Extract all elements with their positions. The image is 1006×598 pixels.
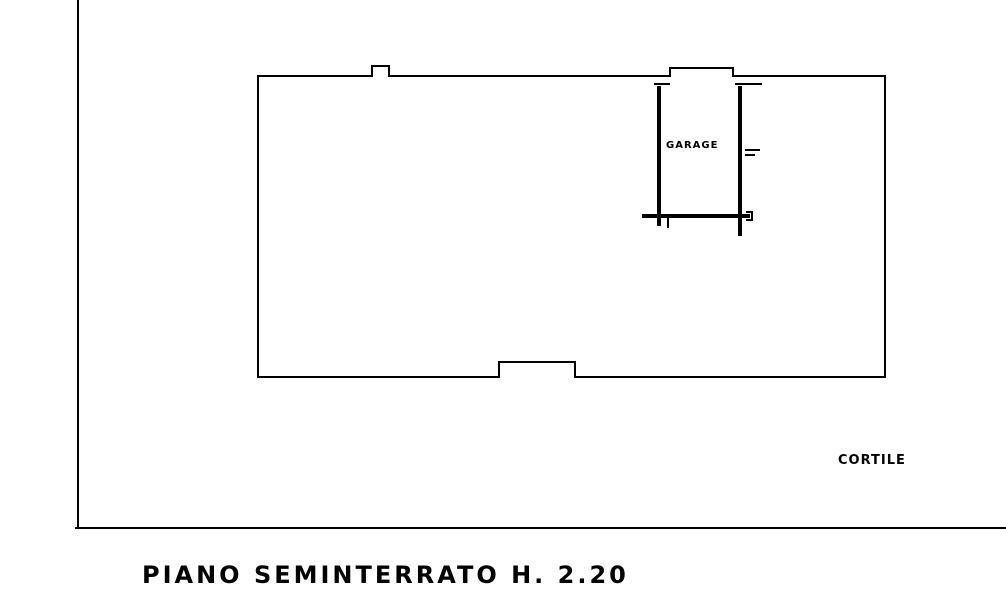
building-outline [257, 65, 886, 378]
courtyard-label: CORTILE [838, 453, 906, 468]
garage-wall-stubs [654, 83, 762, 228]
plan-title: PIANO SEMINTERRATO H. 2.20 [142, 561, 629, 589]
room-label-garage: GARAGE [666, 140, 719, 151]
